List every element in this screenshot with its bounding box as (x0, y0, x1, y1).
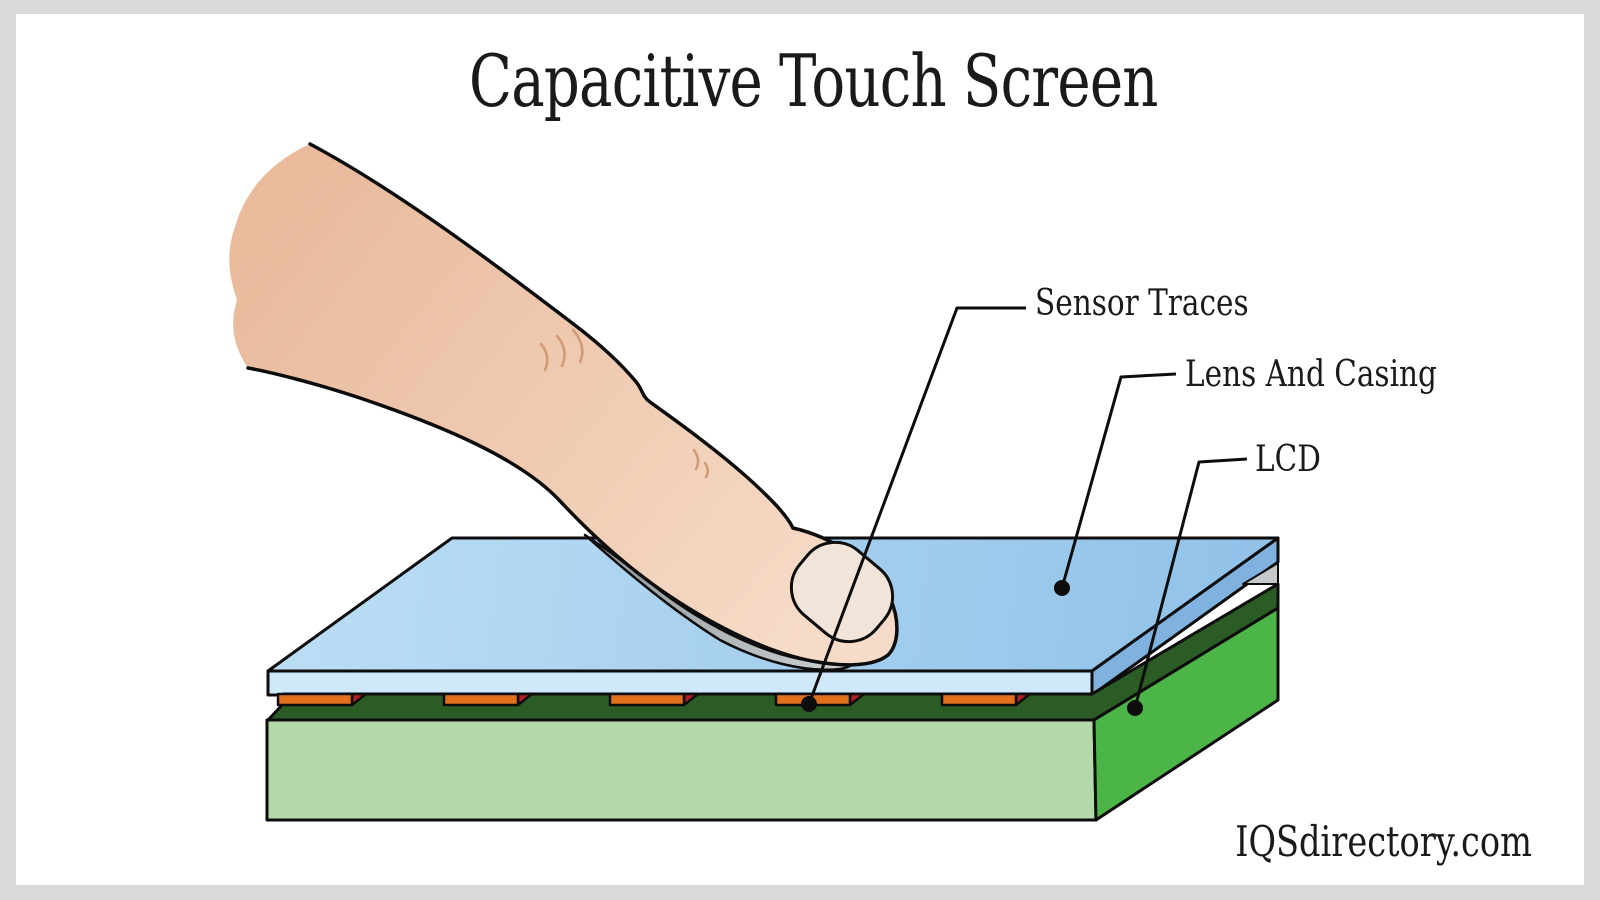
label-lens-and-casing: Lens And Casing (1185, 354, 1437, 395)
leader-dot-sensor-traces (801, 696, 817, 712)
sensor-trace-top (608, 692, 686, 707)
sensor-trace (608, 692, 700, 707)
leader-dots (801, 580, 1143, 716)
leader-lines (807, 306, 1248, 709)
sensor-trace-top (276, 692, 354, 707)
leader-dot-lcd (1127, 700, 1143, 716)
finger (229, 144, 897, 665)
watermark: IQSdirectory.com (1235, 817, 1532, 866)
sensor-trace (940, 692, 1032, 707)
corner-shadow (1242, 562, 1279, 585)
leader-line-sensor-traces (807, 306, 1026, 705)
label-lcd: LCD (1255, 439, 1321, 480)
label-sensor-traces: Sensor Traces (1035, 283, 1249, 324)
lcd-right-face (1092, 606, 1280, 822)
lens-front-face (266, 669, 1094, 697)
sensor-trace-top (940, 692, 1018, 707)
finger-bottom-outline (246, 366, 899, 667)
leader-dot-lens-and-casing (1054, 580, 1070, 596)
wrinkle-lines (539, 328, 709, 479)
lcd-front-face (265, 718, 1098, 822)
sensor-trace (276, 692, 368, 707)
sensor-trace-top (442, 692, 520, 707)
leader-line-lcd (1133, 457, 1248, 709)
page-title: Capacitive Touch Screen (469, 39, 1158, 123)
leader-line-lens-and-casing (1060, 372, 1177, 589)
sensor-trace (442, 692, 534, 707)
fingernail (789, 540, 895, 644)
sensor-trace (774, 692, 866, 707)
finger-top-outline (308, 142, 795, 530)
